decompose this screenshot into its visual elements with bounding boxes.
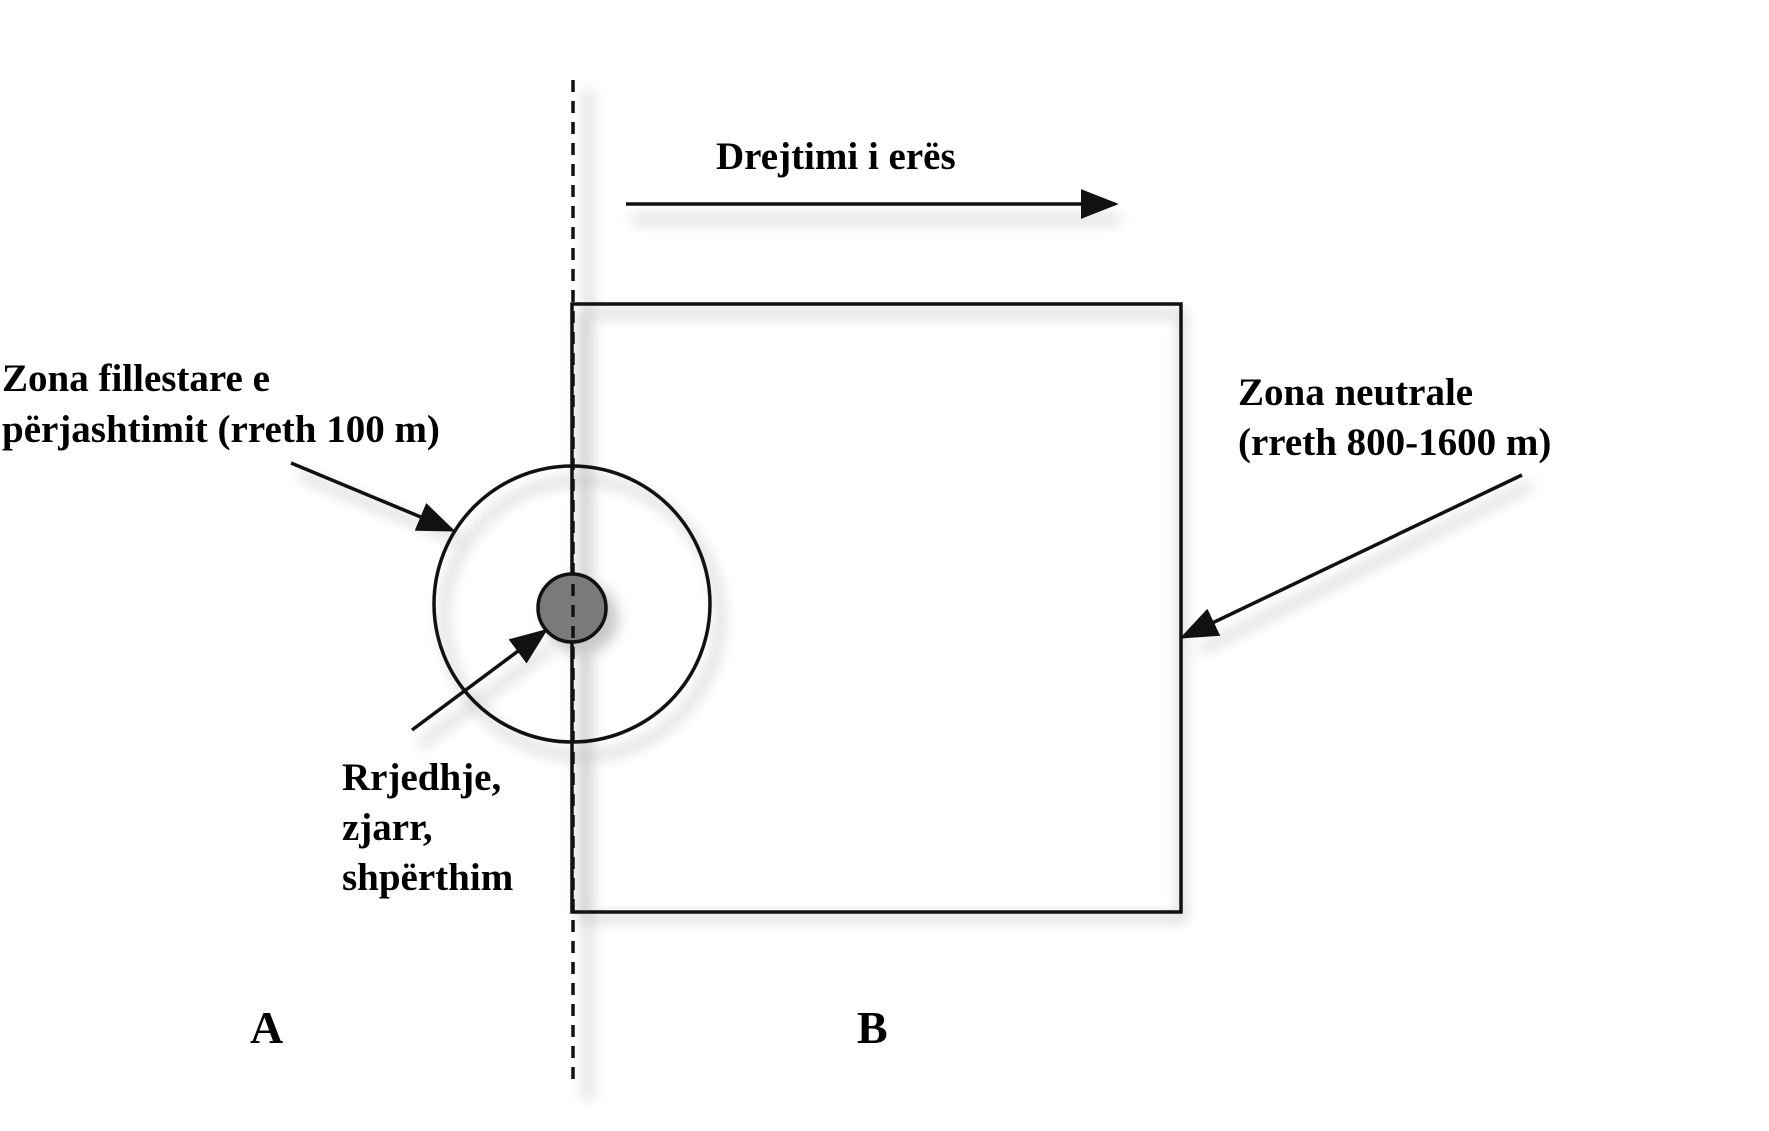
initial-zone-pointer-arrow: [290, 461, 456, 532]
neutral-zone-label-line2: (rreth 800-1600 m): [1238, 421, 1551, 464]
wind-direction-label: Drejtimi i erës: [716, 135, 956, 178]
neutral-zone-shadow: [579, 311, 1185, 921]
source-label-line3: shpërthim: [342, 856, 513, 899]
initial-zone-label-line2: përjashtimit (rreth 100 m): [2, 408, 440, 451]
shadow-layer: [298, 90, 1532, 1100]
source-label-line2: zjarr,: [342, 806, 433, 849]
initial-zone-label-line1: Zona fillestare e: [2, 357, 270, 400]
side-a-label: A: [250, 1002, 283, 1053]
neutral-zone-label-line1: Zona neutrale: [1238, 371, 1473, 414]
neutral-zone-arrow-shadow: [1198, 482, 1532, 653]
source-arrow-shadow: [418, 645, 552, 748]
initial-zone-shadow: [441, 477, 723, 759]
source-pointer-arrow: [410, 628, 549, 732]
side-b-label: B: [857, 1002, 888, 1053]
neutral-zone-pointer-arrow: [1179, 473, 1523, 639]
initial-zone-arrow-shadow: [298, 472, 462, 543]
neutral-zone-square: [570, 302, 1183, 914]
source-label-line1: Rrjedhje,: [342, 756, 501, 799]
